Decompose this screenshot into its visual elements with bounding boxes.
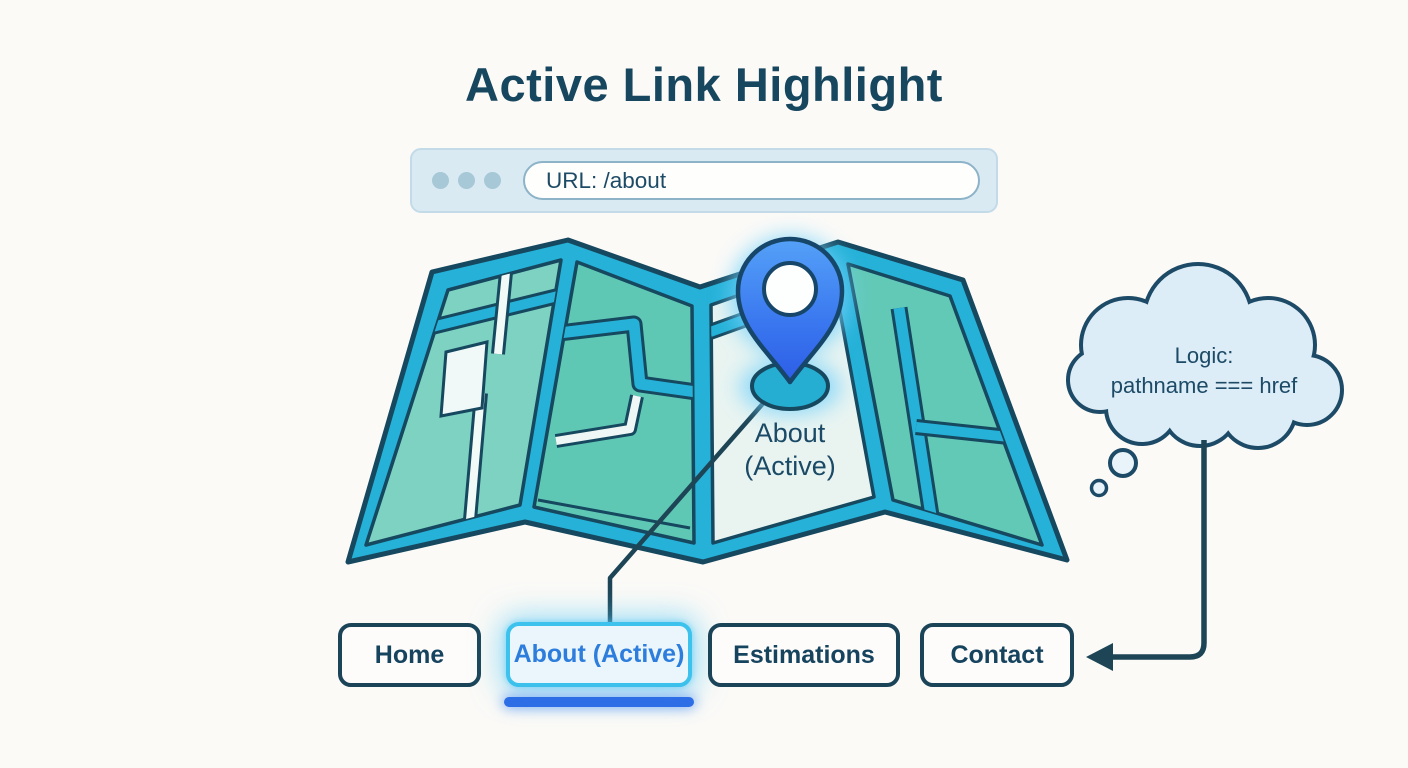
browser-chrome-bar: URL: /about [410, 148, 998, 213]
thought-cloud [1066, 262, 1344, 498]
window-dot-icon [432, 172, 449, 189]
thought-cloud-text: Logic: pathname === href [1082, 341, 1326, 401]
cloud-text-line2: pathname === href [1110, 373, 1298, 398]
thought-bubble-icon [1089, 478, 1109, 498]
map-streets-panel1 [430, 261, 561, 521]
cloud-text-line1: Logic: [1174, 343, 1234, 368]
window-dot-icon [458, 172, 475, 189]
folded-map-illustration [345, 237, 1070, 565]
window-dot-icon [484, 172, 501, 189]
url-text: URL: /about [546, 167, 667, 193]
nav-button-estimations[interactable]: Estimations [708, 623, 900, 687]
map-pin-label-line1: About [754, 418, 826, 448]
arrowhead-icon [1086, 643, 1113, 671]
nav-button-contact[interactable]: Contact [920, 623, 1074, 687]
arrow-connector [1086, 440, 1207, 671]
nav-button-home[interactable]: Home [338, 623, 481, 687]
map-streets-panel4 [890, 306, 1019, 524]
thought-bubble-icon [1108, 448, 1138, 478]
map-pin-label-line2: (Active) [744, 451, 836, 481]
map-pin-label: About (Active) [690, 417, 890, 483]
active-underline-indicator [504, 697, 694, 707]
nav-button-about-active[interactable]: About (Active) [506, 622, 692, 687]
page-title: Active Link Highlight [465, 58, 943, 111]
pin-to-button-connector-line [607, 398, 768, 622]
url-field[interactable]: URL: /about [523, 161, 980, 200]
location-pin-icon [735, 236, 845, 385]
